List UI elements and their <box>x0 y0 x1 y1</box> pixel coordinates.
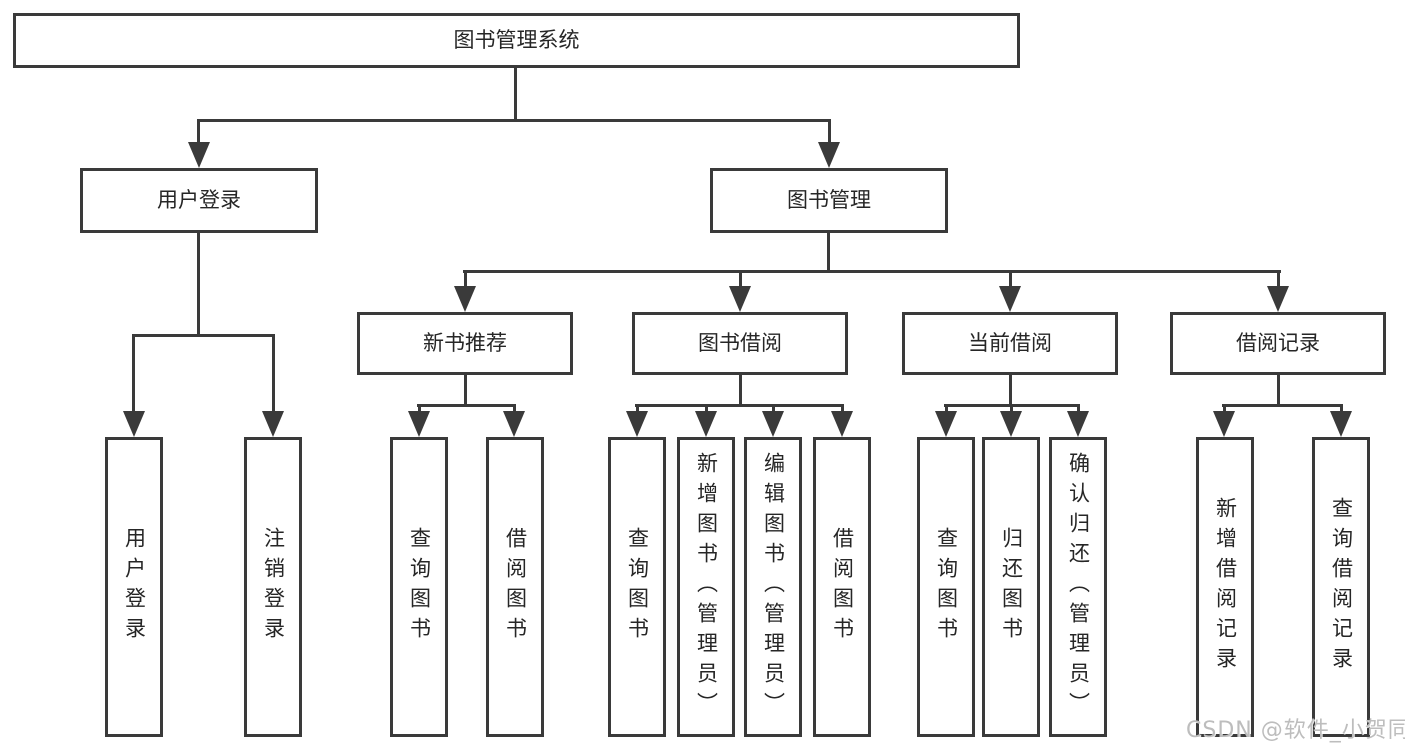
connector-leaf-stem <box>1223 404 1226 416</box>
watermark-text: CSDN @软件_小贺同学 <box>1186 718 1405 743</box>
connector-leaf-stem <box>841 404 844 416</box>
connector-leaf-stem <box>636 404 639 416</box>
leaf-query-books-current: 查询图书 <box>917 437 975 737</box>
connector-current-down <box>1009 375 1012 406</box>
connector-leaf-stem <box>739 270 742 290</box>
connector-leaf-stem <box>772 404 775 416</box>
node-user-login-group: 用户登录 <box>80 168 318 233</box>
leaf-edit-book-admin: 编辑图书（管理员） <box>744 437 802 737</box>
arrowhead-down-icon <box>831 411 853 437</box>
connector-recommendation-rail <box>417 404 516 407</box>
node-label: 查询图书 <box>625 527 650 647</box>
arrowhead-down-icon <box>1267 286 1289 312</box>
arrowhead-down-icon <box>729 286 751 312</box>
connector-borrowing-down <box>739 375 742 406</box>
connector-leaf-stem <box>272 334 275 414</box>
connector-leaf-stem <box>132 334 135 414</box>
leaf-add-book-admin: 新增图书（管理员） <box>677 437 735 737</box>
arrowhead-down-icon <box>999 286 1021 312</box>
connector-level2-rail <box>197 119 831 122</box>
leaf-borrow-books-borrowing: 借阅图书 <box>813 437 871 737</box>
connector-root-stem <box>514 68 517 122</box>
node-label: 当前借阅 <box>968 331 1052 355</box>
connector-user-login-stem <box>197 119 200 145</box>
arrowhead-down-icon <box>626 411 648 437</box>
connector-leaf-stem <box>945 404 948 416</box>
arrowhead-down-icon <box>695 411 717 437</box>
connector-user-login-rail <box>132 334 274 337</box>
arrowhead-down-icon <box>1213 411 1235 437</box>
node-label: 用户登录 <box>157 188 241 212</box>
node-label: 借阅图书 <box>830 527 855 647</box>
leaf-return-book: 归还图书 <box>982 437 1040 737</box>
leaf-borrow-books-recommendation: 借阅图书 <box>486 437 544 737</box>
connector-book-management-stem <box>828 119 831 145</box>
arrowhead-down-icon <box>123 411 145 437</box>
leaf-logout: 注销登录 <box>244 437 302 737</box>
node-label: 确认归还（管理员） <box>1066 452 1091 722</box>
node-library-management-system: 图书管理系统 <box>13 13 1020 68</box>
node-label: 用户登录 <box>122 527 147 647</box>
leaf-add-borrow-record: 新增借阅记录 <box>1196 437 1254 737</box>
arrowhead-down-icon <box>935 411 957 437</box>
connector-leaf-stem <box>1010 404 1013 416</box>
node-label: 借阅记录 <box>1236 331 1320 355</box>
arrowhead-down-icon <box>1067 411 1089 437</box>
node-label: 注销登录 <box>261 527 286 647</box>
connector-leaf-stem <box>418 404 421 416</box>
arrowhead-down-icon <box>503 411 525 437</box>
connector-book-management-down <box>827 233 830 272</box>
connector-leaf-stem <box>705 404 708 416</box>
connector-records-down <box>1277 375 1280 406</box>
connector-level3-rail <box>463 270 1281 273</box>
node-current-borrowing: 当前借阅 <box>902 312 1118 375</box>
connector-leaf-stem <box>1077 404 1080 416</box>
node-label: 查询图书 <box>407 527 432 647</box>
connector-user-login-down <box>197 233 200 336</box>
node-label: 借阅图书 <box>503 527 528 647</box>
arrowhead-down-icon <box>262 411 284 437</box>
connector-leaf-stem <box>1009 270 1012 290</box>
leaf-confirm-return-admin: 确认归还（管理员） <box>1049 437 1107 737</box>
connector-leaf-stem <box>1340 404 1343 416</box>
node-label: 查询图书 <box>934 527 959 647</box>
node-label: 编辑图书（管理员） <box>761 452 786 722</box>
leaf-query-borrow-record: 查询借阅记录 <box>1312 437 1370 737</box>
node-label: 查询借阅记录 <box>1329 497 1354 677</box>
arrowhead-down-icon <box>454 286 476 312</box>
connector-leaf-stem <box>1277 270 1280 290</box>
leaf-query-books-recommendation: 查询图书 <box>390 437 448 737</box>
node-new-book-recommendation: 新书推荐 <box>357 312 573 375</box>
leaf-query-books-borrowing: 查询图书 <box>608 437 666 737</box>
connector-borrowing-rail <box>635 404 844 407</box>
node-label: 归还图书 <box>999 527 1024 647</box>
arrowhead-down-icon <box>818 142 840 168</box>
leaf-user-login: 用户登录 <box>105 437 163 737</box>
connector-leaf-stem <box>513 404 516 416</box>
node-book-management: 图书管理 <box>710 168 948 233</box>
arrowhead-down-icon <box>1330 411 1352 437</box>
connector-leaf-stem <box>464 270 467 290</box>
node-label: 图书管理系统 <box>453 28 580 52</box>
node-label: 图书管理 <box>787 188 871 212</box>
node-borrowing-records: 借阅记录 <box>1170 312 1386 375</box>
node-label: 新书推荐 <box>423 331 507 355</box>
node-label: 新增借阅记录 <box>1213 497 1238 677</box>
node-label: 图书借阅 <box>698 331 782 355</box>
arrowhead-down-icon <box>408 411 430 437</box>
arrowhead-down-icon <box>762 411 784 437</box>
connector-recommendation-down <box>464 375 467 406</box>
connector-records-rail <box>1222 404 1343 407</box>
arrowhead-down-icon <box>188 142 210 168</box>
node-book-borrowing: 图书借阅 <box>632 312 848 375</box>
arrowhead-down-icon <box>1000 411 1022 437</box>
node-label: 新增图书（管理员） <box>694 452 719 722</box>
